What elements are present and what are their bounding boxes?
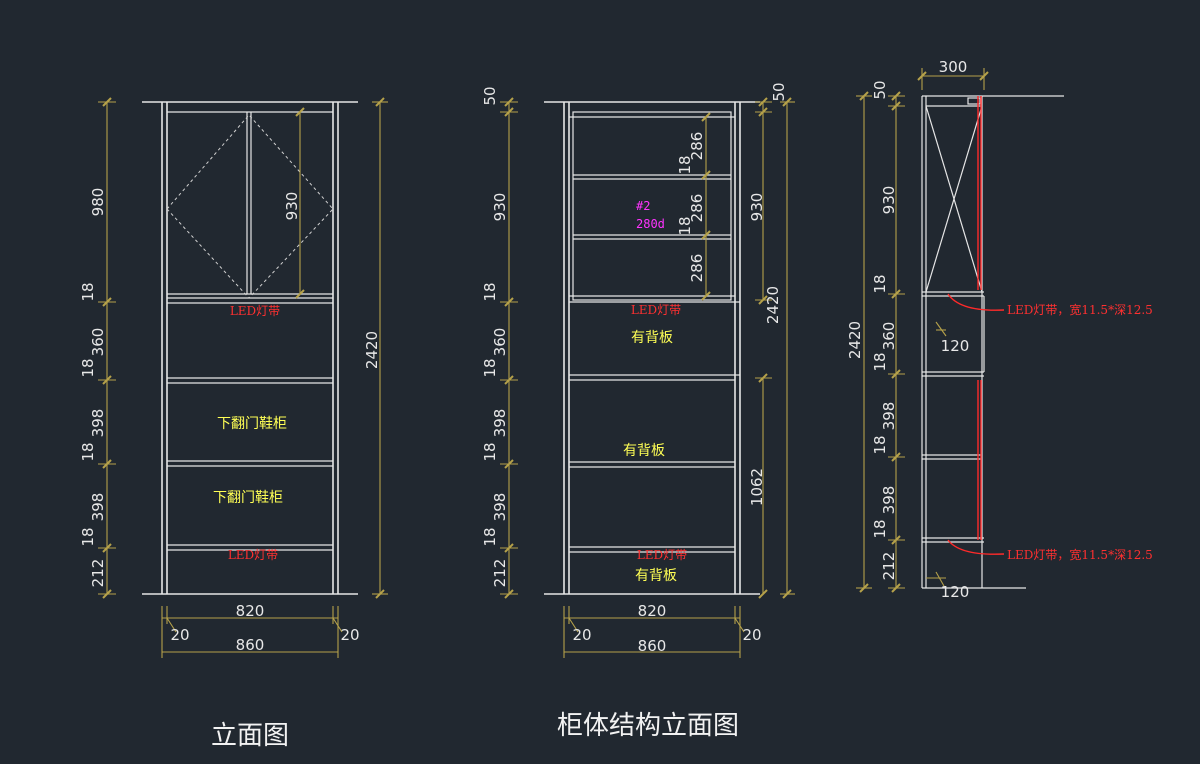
dim-18: 18 [481,358,499,377]
dim-18: 18 [481,527,499,546]
dim-360: 360 [89,328,107,357]
label-led-strip: LED灯带 [637,548,687,562]
title-structure: 柜体结构立面图 [557,711,739,741]
section-view [856,68,1064,593]
title-elevation: 立面图 [211,721,289,751]
label-led-strip: LED灯带 [631,303,681,317]
dim-820: 820 [236,602,265,620]
structure-view [500,97,795,658]
dim-930: 930 [283,192,301,221]
label-with-back-panel: 有背板 [635,568,677,584]
label-shelf-number: #2 [636,199,650,213]
dim-820: 820 [638,602,667,620]
elevation-view [98,97,388,658]
dim-18: 18 [79,282,97,301]
dim-18: 18 [79,527,97,546]
dim-120: 120 [941,583,970,601]
dim-2420: 2420 [846,321,864,359]
dim-20: 20 [340,626,359,644]
dim-20: 20 [170,626,189,644]
dim-930: 930 [748,193,766,222]
dim-18: 18 [871,519,889,538]
label-shelf-depth: 280d [636,217,665,231]
dim-20: 20 [572,626,591,644]
dim-860: 860 [638,637,667,655]
label-led-strip: LED灯带 [230,304,280,318]
label-led-strip-spec: LED灯带，宽11.5*深12.5 [1007,547,1153,562]
label-led-strip-spec: LED灯带，宽11.5*深12.5 [1007,302,1153,317]
label-drop-door-cabinet: 下翻门鞋柜 [213,490,283,506]
dim-398: 398 [89,493,107,522]
dim-398: 398 [89,409,107,438]
dim-18: 18 [481,442,499,461]
label-led-strip: LED灯带 [228,548,278,562]
dim-398: 398 [880,402,898,431]
dim-398: 398 [880,486,898,515]
label-with-back-panel: 有背板 [623,443,665,459]
dim-120: 120 [941,337,970,355]
dim-18: 18 [676,155,694,174]
dim-360: 360 [491,328,509,357]
dim-50: 50 [770,82,788,101]
label-with-back-panel: 有背板 [631,330,673,346]
dim-18: 18 [871,352,889,371]
dim-18: 18 [871,435,889,454]
dim-18: 18 [676,216,694,235]
dim-18: 18 [481,282,499,301]
dim-286: 286 [688,194,706,223]
dim-930: 930 [880,186,898,215]
dim-2420: 2420 [764,286,782,324]
dim-300: 300 [939,58,968,76]
dim-286: 286 [688,132,706,161]
dim-360: 360 [880,322,898,351]
dim-20: 20 [742,626,761,644]
dim-2420: 2420 [363,331,381,369]
dim-50: 50 [481,86,499,105]
dim-50: 50 [871,80,889,99]
dim-212: 212 [880,552,898,581]
dim-212: 212 [491,559,509,588]
dim-860: 860 [236,636,265,654]
dim-18: 18 [871,274,889,293]
dim-18: 18 [79,358,97,377]
dim-398: 398 [491,409,509,438]
dim-286: 286 [688,254,706,283]
dim-930: 930 [491,193,509,222]
dim-398: 398 [491,493,509,522]
label-drop-door-cabinet: 下翻门鞋柜 [217,416,287,432]
dim-18: 18 [79,442,97,461]
dim-980: 980 [89,188,107,217]
dim-212: 212 [89,559,107,588]
dim-1062: 1062 [748,468,766,506]
